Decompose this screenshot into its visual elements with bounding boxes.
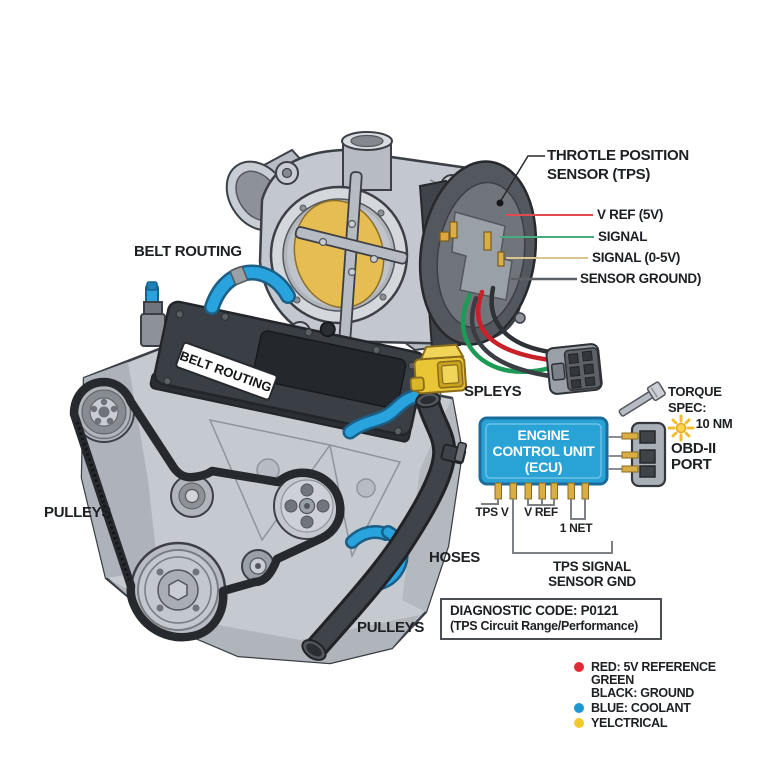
pulley-top-left <box>73 381 135 443</box>
diagnostic-code-line1: DIAGNOSTIC CODE: P0121 <box>450 603 619 618</box>
tps-sensor-illustration <box>418 160 538 346</box>
ecu-label: ENGINE CONTROL UNIT (ECU) <box>480 427 607 475</box>
wire-gray <box>469 295 553 379</box>
sensor-ground-label: SENSOR GROUND) <box>580 271 702 286</box>
tps-pin <box>483 231 492 251</box>
legend-item: BLACK: GROUND <box>574 686 716 700</box>
legend-item: RED: 5V REFERENCE <box>574 660 716 674</box>
radiator-hose <box>301 390 468 661</box>
blank-dot <box>574 688 584 698</box>
torque-bolt-icon <box>618 381 666 417</box>
dipstick <box>140 281 166 347</box>
pulleys-left-label: PULLEYS <box>44 504 112 521</box>
ecu-box <box>478 416 632 554</box>
obd-pins <box>621 432 639 473</box>
ecu-label-line1: ENGINE <box>517 427 570 443</box>
engine-illustration: BELT ROUTING <box>69 281 468 665</box>
tps-title-line2: SENSOR (TPS) <box>547 166 651 183</box>
diagnostic-code-line2: (TPS Circuit Range/Performance) <box>450 619 638 633</box>
pulley-crank <box>129 541 227 639</box>
throttle-bore <box>269 171 409 345</box>
red-dot-icon <box>574 662 584 672</box>
pulleys-bottom-label: PULLEYS <box>357 619 425 636</box>
ecu-label-line2: CONTROL UNIT <box>492 443 595 459</box>
tps-connector <box>545 343 603 395</box>
tps-title-line1: THROTLE POSITION <box>547 147 689 164</box>
serpentine-belt <box>69 377 345 642</box>
leader-lines <box>496 155 594 281</box>
tps-wires <box>460 285 553 379</box>
torque-spec-line1: TORQUE SPEC: <box>668 384 722 415</box>
wire-red <box>475 289 553 363</box>
tps-signal-line2: SENSOR GND <box>548 574 636 589</box>
ecu-pins <box>494 482 589 500</box>
upper-coolant-hose <box>204 264 296 315</box>
ecu-label-line3: (ECU) <box>524 459 563 475</box>
pulley-right <box>273 472 341 540</box>
pin-label-tps-v: TPS V <box>475 505 509 519</box>
torque-spec-line2: 10 NM <box>695 416 733 431</box>
legend-item: GREEN <box>574 673 716 687</box>
signal-range-label: SIGNAL (0-5V) <box>592 250 681 265</box>
hoses-label: HOSES <box>429 549 481 566</box>
torque-spec-label: TORQUE SPEC: 10 NM <box>668 384 760 432</box>
blank-dot <box>574 675 584 685</box>
tps-pin <box>497 251 505 267</box>
v-ref-label: V REF (5V) <box>597 207 664 222</box>
diagnostic-code-box: DIAGNOSTIC CODE: P0121 (TPS Circuit Rang… <box>440 598 662 640</box>
obd-label-line1: OBD-II <box>671 440 716 457</box>
tps-title-leader <box>499 155 545 203</box>
legend-item: YELCTRICAL <box>574 716 716 730</box>
obd-port <box>621 421 667 488</box>
signal-label: SIGNAL <box>598 229 648 244</box>
legend-item: BLUE: COOLANT <box>574 701 716 715</box>
tps-signal-label: TPS SIGNAL SENSOR GND <box>548 559 636 589</box>
tps-pin <box>449 221 458 239</box>
pin-label-1net: 1 NET <box>559 521 593 535</box>
pin-label-v-ref: V REF <box>524 505 558 519</box>
tps-signal-line1: TPS SIGNAL <box>552 559 631 574</box>
color-legend: RED: 5V REFERENCE GREEN BLACK: GROUND BL… <box>574 660 716 730</box>
belt-routing-label: BELT ROUTING <box>134 243 242 260</box>
spleys-connector <box>409 343 467 395</box>
spleys-label: SPLEYS <box>464 383 522 400</box>
blue-dot-icon <box>574 703 584 713</box>
wire-black <box>489 285 553 355</box>
obd-label-line2: PORT <box>671 456 712 473</box>
yellow-dot-icon <box>574 718 584 728</box>
tps-title: THROTLE POSITION SENSOR (TPS) <box>547 146 689 184</box>
sun-icon <box>667 414 695 442</box>
pin-brackets <box>481 499 613 554</box>
obd-port-label: OBD-II PORT <box>671 441 716 473</box>
